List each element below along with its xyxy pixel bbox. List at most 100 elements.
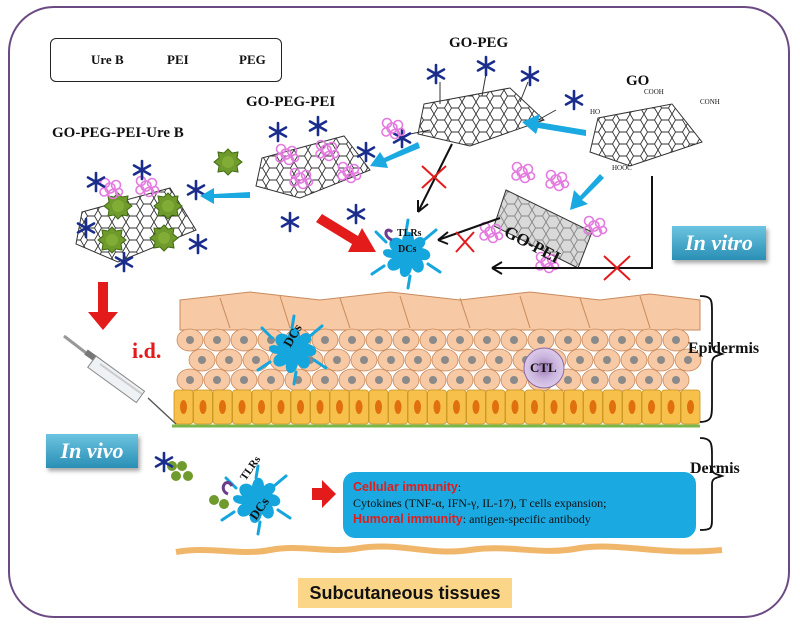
basal-nucleus [180,400,187,414]
basal-nucleus [687,400,694,414]
epidermis-squamous-layer [179,291,701,331]
conh-label: CONH [700,98,720,106]
cell-nucleus [402,336,410,344]
cell-nucleus [495,356,503,364]
basal-nucleus [570,400,577,414]
free-ure-b-icon [213,148,243,176]
syringe-icon [63,334,177,425]
cell-nucleus [321,336,329,344]
nanocomplex-icon [154,451,229,509]
cyan-arrows [200,114,604,210]
cell-nucleus [618,336,626,344]
basal-nucleus [219,400,226,414]
cell-nucleus [630,356,638,364]
cell-nucleus [348,376,356,384]
cell-nucleus [429,336,437,344]
humoral-immunity-heading: Humoral immunity [353,512,463,526]
cell-nucleus [510,336,518,344]
cell-nucleus [414,356,422,364]
cell-nucleus [252,356,260,364]
blocked-arrows [417,143,653,275]
basal-nucleus [394,400,402,414]
cell-nucleus [186,376,194,384]
go-peg-label: GO-PEG [449,35,509,51]
go-peg-pei-sheet [255,135,371,199]
peg-icon [280,211,300,233]
basal-nucleus [628,400,636,414]
cell-nucleus [672,336,680,344]
peg-icon [476,55,496,77]
basal-nucleus [472,400,480,414]
cell-nucleus [645,336,653,344]
dermis-label: Dermis [690,460,740,477]
cell-nucleus [213,336,221,344]
cell-nucleus [375,376,383,384]
go-sheet [589,103,703,167]
basal-nucleus [531,400,538,414]
cell-nucleus [267,376,275,384]
cellular-immunity-text: Cytokines (TNF-α, IFN-γ, IL-17), T cells… [353,496,607,510]
go-peg-pei-label: GO-PEG-PEI [246,94,336,110]
pei-icon [135,175,160,198]
cellular-immunity-colon: : [457,480,462,494]
ure-b-icon [103,192,133,220]
cell-nucleus [213,376,221,384]
ho-label: HO [590,108,601,116]
basal-nucleus [375,400,382,414]
ure-b-icon [97,226,127,254]
dermis-brace [699,437,725,531]
ctl-label: CTL [530,360,557,375]
humoral-immunity-text: : antigen-specific antibody [462,512,591,526]
legend-pei-label: PEI [167,52,189,67]
basal-nucleus [316,400,324,414]
basal-nucleus [550,400,558,414]
peg-icon [268,121,288,143]
cooh-label: COOH [644,88,664,96]
cell-nucleus [684,356,692,364]
hooc-label: HOOC [612,164,632,172]
cell-nucleus [468,356,476,364]
basal-nucleus [511,400,519,414]
subcutaneous-tissues-label: Subcutaneous tissues [298,578,512,608]
cell-nucleus [456,336,464,344]
dermis-fiber [175,543,723,555]
cell-nucleus [429,376,437,384]
basal-nucleus [414,400,421,414]
basal-nucleus [336,400,343,414]
legend-peg-label: PEG [239,52,266,67]
peg-icon [188,233,208,255]
legend: Ure B PEI PEG [50,38,282,82]
basal-nucleus [667,400,675,414]
basal-nucleus [355,400,363,414]
red-arrows [88,214,376,508]
in-vivo-badge: In vivo [46,434,138,468]
epidermis-brace [699,295,725,423]
cell-nucleus [456,376,464,384]
basal-nucleus [589,400,597,414]
block-x-marks [421,165,631,281]
cell-nucleus [645,376,653,384]
cell-nucleus [537,336,545,344]
cell-nucleus [402,376,410,384]
peg-icon [308,115,328,137]
cellular-immunity-line: Cellular immunity: [353,479,686,495]
pei-icon [511,161,536,184]
cellular-immunity-heading: Cellular immunity [353,480,458,494]
go-label: GO [626,73,650,89]
cell-nucleus [591,336,599,344]
basal-nucleus [433,400,441,414]
go-peg-pei-ure-b-label: GO-PEG-PEI-Ure B [52,125,184,141]
basal-nucleus [453,400,460,414]
cell-nucleus [483,336,491,344]
cell-nucleus [672,376,680,384]
cell-nucleus [564,376,572,384]
tlrs-top-label: TLRs [397,228,422,239]
cell-nucleus [348,336,356,344]
cell-nucleus [657,356,665,364]
basal-nucleus [648,400,655,414]
cell-nucleus [198,356,206,364]
basal-nucleus [297,400,304,414]
legend-ure-b-label: Ure B [91,52,124,67]
epidermis-spinous-layer [176,328,702,392]
cell-nucleus [321,376,329,384]
